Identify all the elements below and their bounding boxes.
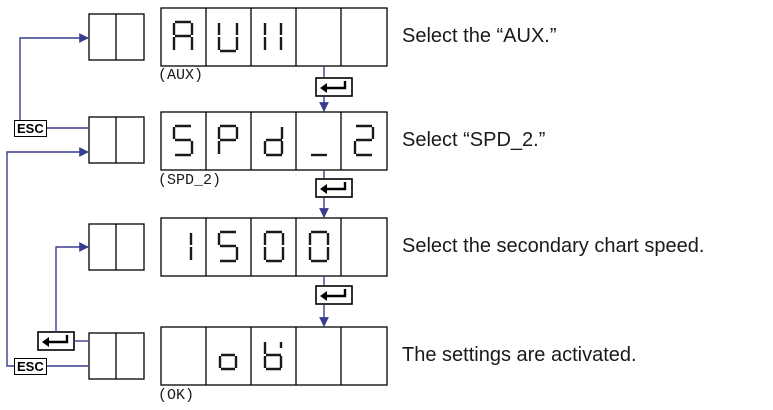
step-row-ok [88, 326, 388, 386]
segment-char-U [217, 23, 239, 53]
segment-display-aux [160, 7, 388, 67]
step-description-spd: Select “SPD_2.” [402, 129, 546, 151]
esc-key-icon: ESC [14, 120, 47, 137]
segment-char-d [263, 127, 284, 157]
step-sub-label-ok: (OK) [158, 387, 195, 404]
segment-char-K [263, 342, 283, 371]
segment-char-P [217, 124, 239, 154]
segment-char-o [218, 353, 238, 371]
segment-char-S [172, 124, 194, 157]
segment-char-A [172, 20, 194, 50]
step-description-speed: Select the secondary chart speed. [402, 235, 705, 257]
flow-arrows [6, 33, 329, 367]
step-description-ok: The settings are activated. [402, 344, 637, 366]
enter-key-icon [315, 285, 353, 305]
segment-display-speed [160, 217, 388, 277]
segment-char-2 [353, 124, 375, 157]
step-description-aux: Select the “AUX.” [402, 25, 557, 47]
esc-key-icon: ESC [14, 358, 47, 375]
segment-char-X [263, 23, 283, 50]
step-row-aux [88, 7, 388, 67]
step-sub-label-spd: (SPD_2) [158, 172, 222, 189]
step-row-spd [88, 111, 388, 171]
segment-char-5 [217, 230, 239, 263]
step-row-speed [88, 217, 388, 277]
enter-key-icon [37, 331, 75, 351]
step-sub-label-aux: (AUX) [158, 67, 204, 84]
segment-char-0 [263, 230, 285, 263]
enter-key-icon [315, 178, 353, 198]
segment-char-0 [308, 230, 330, 263]
enter-key-icon [315, 77, 353, 97]
